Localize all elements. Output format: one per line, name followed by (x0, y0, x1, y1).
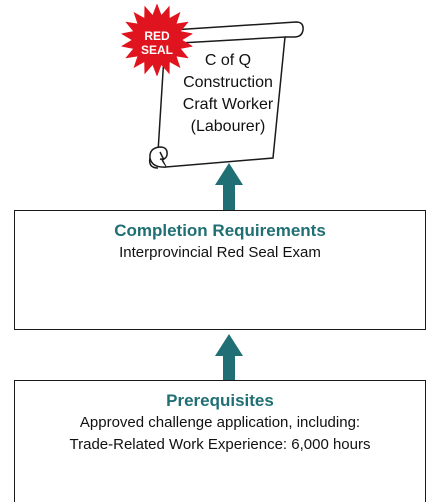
seal-text-line2: SEAL (141, 43, 173, 57)
completion-requirements-box: Completion Requirements Interprovincial … (14, 210, 426, 330)
certificate-line: Construction (183, 74, 273, 91)
starburst-badge-icon: RED SEAL (120, 3, 194, 77)
completion-item: Interprovincial Red Seal Exam (119, 244, 321, 261)
prerequisites-item: Trade-Related Work Experience: 6,000 hou… (69, 436, 371, 453)
completion-heading: Completion Requirements (114, 221, 326, 240)
prerequisites-heading: Prerequisites (166, 391, 274, 410)
certificate-line: Craft Worker (182, 96, 274, 113)
prerequisites-box: Prerequisites Approved challenge applica… (14, 380, 426, 502)
arrow-up-icon (215, 334, 243, 381)
certificate-line: C of Q (204, 52, 252, 69)
certificate-line: (Labourer) (190, 118, 266, 135)
seal-text-line1: RED (144, 29, 170, 43)
certificate-title: C of Q Construction Craft Worker (Labour… (168, 50, 288, 138)
arrow-up-icon (215, 163, 243, 211)
prerequisites-item: Approved challenge application, includin… (79, 414, 361, 431)
